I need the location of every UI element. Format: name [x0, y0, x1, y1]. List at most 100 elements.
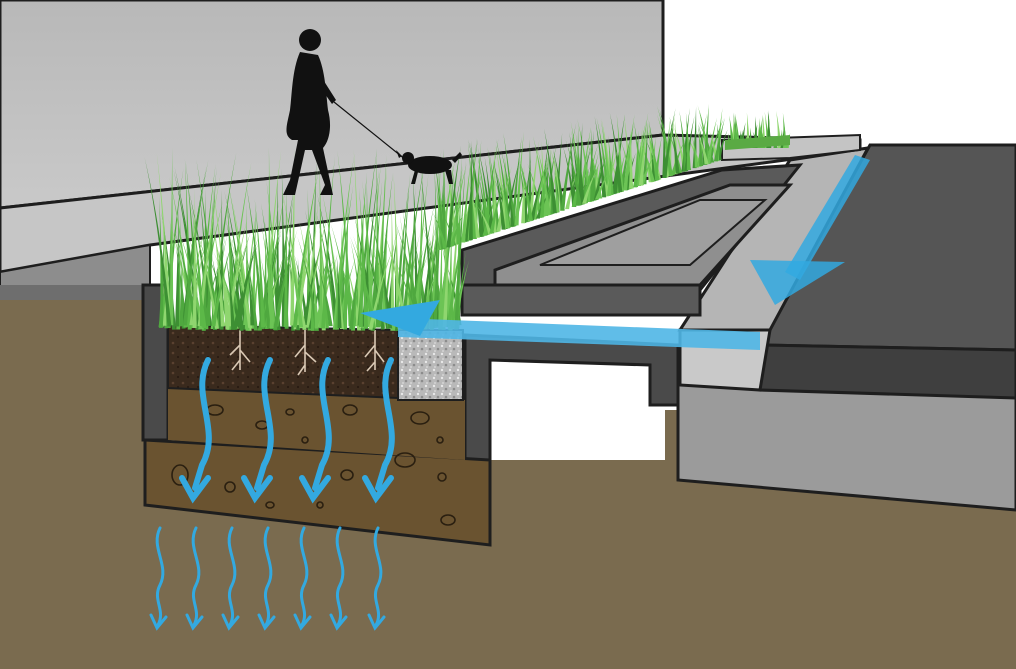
- grass-blade: [703, 107, 709, 165]
- grass-blade: [582, 149, 589, 204]
- infiltration-arrowhead: [179, 475, 211, 504]
- grass-blade: [514, 131, 524, 226]
- grass-blade: [500, 148, 516, 227]
- grass-blade: [446, 145, 461, 248]
- grass-blade: [353, 148, 363, 327]
- grass-blade: [695, 129, 709, 165]
- grass-blade: [651, 141, 660, 181]
- grass-blade: [197, 171, 222, 327]
- grass-blade: [594, 116, 607, 198]
- grass-blade: [438, 197, 455, 329]
- percolation-arrowhead: [293, 613, 312, 631]
- grass-blade: [492, 158, 506, 230]
- infiltration-arrow: [312, 357, 332, 491]
- grass-blade: [454, 159, 467, 330]
- grass-blade: [273, 237, 296, 330]
- grass-blade: [706, 117, 718, 164]
- grass-blade: [532, 156, 549, 220]
- grass-blade: [250, 203, 257, 327]
- grass-blade: [438, 221, 443, 330]
- grass-blade: [639, 152, 656, 186]
- grass-blade: [273, 187, 295, 331]
- grass-blade: [707, 118, 724, 164]
- infiltration-arrows: [179, 357, 395, 504]
- grass-blade: [606, 137, 615, 196]
- grass-blade: [182, 159, 209, 326]
- grass-blade: [684, 115, 695, 171]
- grass-blade: [176, 214, 181, 330]
- grass-blade: [297, 236, 319, 331]
- grass-blade: [489, 178, 505, 234]
- grass-blade: [316, 191, 340, 328]
- infiltration-arrow: [192, 357, 212, 491]
- grass-blade: [192, 188, 197, 328]
- grass-blade: [362, 180, 374, 328]
- grass-blade: [636, 112, 649, 187]
- grass-blade: [582, 144, 599, 204]
- grass-blade: [619, 131, 632, 192]
- grass-blade: [269, 236, 274, 329]
- grass-blade: [245, 183, 264, 326]
- grass-blade: [562, 146, 577, 207]
- plant-roots: [229, 330, 385, 376]
- grass-blade: [609, 112, 623, 193]
- grass-blade: [196, 159, 217, 326]
- grass-blade: [441, 148, 446, 249]
- grass-blade: [211, 232, 236, 327]
- grass-blade: [679, 110, 688, 172]
- grass-blade: [482, 204, 494, 236]
- grass-blade: [400, 159, 426, 330]
- grass-blade: [638, 122, 648, 186]
- percolation-arrow: [191, 526, 201, 627]
- percolation-arrow: [263, 526, 273, 627]
- grass-blade: [657, 105, 673, 176]
- percolation-arrowhead: [367, 613, 386, 631]
- infiltration-arrowhead: [299, 475, 331, 504]
- grass-blade: [468, 139, 484, 237]
- grass-blade: [225, 254, 236, 330]
- grass-blade: [527, 163, 543, 218]
- grass-blade: [467, 175, 480, 238]
- grass-blade: [226, 206, 238, 328]
- grass-blade: [530, 169, 545, 221]
- grass-blade: [368, 245, 395, 330]
- grass-blade: [315, 259, 333, 327]
- grass-blade: [496, 139, 511, 228]
- grass-blade: [484, 156, 495, 234]
- curb-cut-inflow: [360, 300, 760, 350]
- grass-blade: [212, 186, 230, 330]
- percolation-arrow: [373, 526, 383, 627]
- grass-blade: [623, 114, 635, 191]
- grass-blade: [475, 203, 493, 234]
- grass-blade: [283, 188, 288, 327]
- grass-blade: [206, 167, 217, 326]
- grass-blade: [510, 136, 522, 227]
- percolation-arrow: [335, 526, 345, 627]
- distant-grasses: [725, 135, 790, 150]
- grass-blade: [336, 254, 342, 328]
- grass-blade: [468, 140, 473, 241]
- grass-blade: [173, 170, 200, 326]
- grass-blade: [560, 123, 577, 211]
- grass-blade: [358, 204, 364, 328]
- grass-blade: [290, 148, 295, 326]
- grass-blade: [283, 246, 307, 330]
- grass-blade: [434, 156, 446, 249]
- street-runoff-flow: [750, 155, 870, 305]
- grass-blade: [310, 252, 319, 329]
- grass-blade: [319, 161, 324, 329]
- grass-blade: [669, 116, 680, 174]
- percolation-arrowhead: [185, 613, 204, 631]
- grass-blade: [596, 117, 610, 197]
- infiltration-arrow: [254, 357, 274, 491]
- grass-blade: [267, 147, 272, 326]
- grass-blade: [338, 222, 343, 328]
- grass-blade: [359, 187, 369, 329]
- deep-percolation-arrows: [149, 526, 386, 631]
- grass-blade: [528, 139, 540, 221]
- grass-blade: [543, 128, 557, 214]
- grass-blade: [448, 167, 463, 331]
- grass-blade: [302, 244, 322, 326]
- grass-blade: [539, 158, 547, 218]
- grass-blade: [158, 223, 165, 328]
